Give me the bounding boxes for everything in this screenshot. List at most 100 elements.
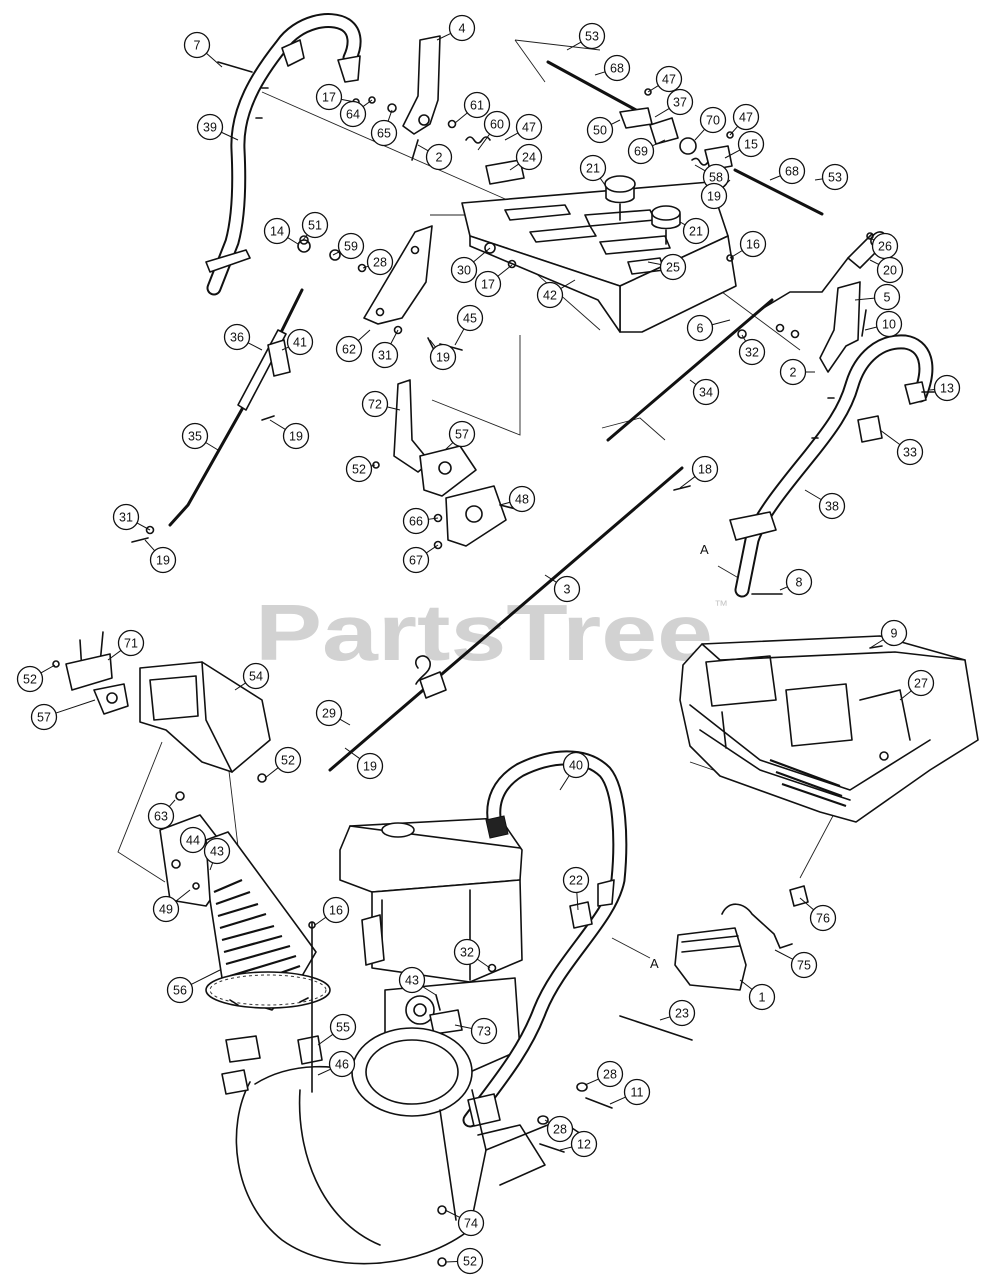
leader-line bbox=[599, 177, 606, 186]
callout-number: 69 bbox=[634, 145, 648, 159]
leader-line bbox=[107, 650, 122, 661]
callout-number: 11 bbox=[631, 1086, 644, 1100]
leader-line bbox=[504, 132, 519, 141]
callout-number: 38 bbox=[825, 500, 839, 514]
callout: 32 bbox=[738, 334, 766, 366]
leader-line bbox=[566, 41, 582, 51]
nut bbox=[447, 119, 457, 129]
callout: 76 bbox=[799, 897, 837, 932]
leader-line bbox=[654, 108, 670, 118]
reference-label-a: A bbox=[700, 542, 709, 557]
callout: 74 bbox=[444, 1209, 485, 1237]
callout: 21 bbox=[579, 154, 607, 186]
callout: 69 bbox=[627, 137, 666, 165]
leader-line bbox=[804, 489, 822, 501]
callout-number: 47 bbox=[662, 73, 676, 87]
callout-circle bbox=[692, 378, 720, 406]
callout-number: 27 bbox=[914, 677, 928, 691]
fuel-tank bbox=[339, 817, 523, 893]
callout: 52 bbox=[16, 664, 56, 693]
callout-circle bbox=[737, 130, 765, 158]
callout-circle bbox=[880, 619, 908, 647]
callout-number: 32 bbox=[745, 346, 759, 360]
leader-line bbox=[769, 175, 781, 181]
callout-number: 34 bbox=[699, 386, 713, 400]
callout-number: 55 bbox=[336, 1021, 350, 1035]
callout-circle bbox=[873, 283, 901, 311]
callout-circle bbox=[328, 1050, 356, 1078]
callout-circle bbox=[579, 154, 607, 182]
callout: 66 bbox=[402, 507, 439, 535]
handle-knob bbox=[485, 815, 509, 839]
leader-line bbox=[390, 329, 399, 345]
callout-circle bbox=[361, 390, 389, 418]
callout-circle bbox=[282, 422, 310, 450]
callout-circle bbox=[286, 328, 314, 356]
shift-plate bbox=[352, 35, 525, 185]
leader-line bbox=[869, 237, 875, 241]
leader-line bbox=[444, 1209, 461, 1218]
leader-line bbox=[854, 297, 875, 301]
rod-clip bbox=[419, 671, 447, 699]
shroud-grill bbox=[769, 758, 847, 808]
washer bbox=[790, 329, 800, 339]
leader-line bbox=[694, 164, 706, 172]
callout-number: 54 bbox=[249, 670, 263, 684]
shroud-window bbox=[705, 655, 777, 707]
callout-number: 53 bbox=[828, 171, 842, 185]
callout: 20 bbox=[869, 256, 904, 284]
callout-number: 19 bbox=[363, 760, 377, 774]
bracket bbox=[485, 159, 525, 185]
callout-circle bbox=[181, 422, 209, 450]
callout-circle bbox=[474, 270, 502, 298]
callout: 21 bbox=[679, 217, 710, 245]
dash-panel bbox=[461, 181, 737, 333]
callout: 2 bbox=[417, 143, 453, 171]
watermark-trademark: ™ bbox=[714, 597, 728, 613]
fuel-cap bbox=[381, 822, 415, 838]
callout-number: 25 bbox=[666, 261, 680, 275]
callout-circle bbox=[448, 420, 476, 448]
callout-number: 47 bbox=[522, 121, 536, 135]
panel-slot bbox=[504, 204, 571, 221]
callout-number: 1 bbox=[759, 991, 766, 1005]
callout-circle bbox=[370, 119, 398, 147]
callout: 70 bbox=[694, 106, 727, 141]
callout-number: 52 bbox=[352, 463, 366, 477]
callout-circle bbox=[223, 323, 251, 351]
callout: 19 bbox=[429, 339, 457, 371]
callout-number: 68 bbox=[785, 165, 799, 179]
callout-number: 61 bbox=[470, 99, 484, 113]
callout-number: 19 bbox=[289, 430, 303, 444]
leader-line bbox=[576, 892, 579, 911]
rod-hook bbox=[415, 655, 431, 685]
leader-line bbox=[454, 1024, 472, 1029]
callout: 38 bbox=[804, 489, 846, 520]
callout-circle bbox=[322, 896, 350, 924]
callout: 44 bbox=[179, 826, 207, 854]
callout-circle bbox=[732, 103, 760, 131]
reference-line bbox=[431, 335, 521, 436]
callout: 28 bbox=[544, 1115, 574, 1143]
callout: 47 bbox=[729, 103, 760, 136]
callout: 17 bbox=[474, 264, 513, 298]
shift-rods bbox=[546, 60, 824, 216]
callout-circle bbox=[470, 1017, 498, 1045]
callout-circle bbox=[790, 951, 818, 979]
callout-number: 31 bbox=[119, 511, 133, 525]
rod-clip bbox=[267, 339, 291, 377]
leader-line bbox=[899, 690, 912, 701]
washer bbox=[368, 96, 376, 104]
callout-circle bbox=[603, 54, 631, 82]
leader-line bbox=[436, 32, 451, 41]
callout-number: 71 bbox=[124, 637, 138, 651]
lower-handle bbox=[462, 750, 628, 1128]
callout: 2 bbox=[779, 358, 815, 386]
callout-number: 28 bbox=[553, 1123, 567, 1137]
callout: 39 bbox=[196, 113, 239, 141]
callout-number: 40 bbox=[569, 759, 583, 773]
leader-line bbox=[136, 522, 151, 531]
leader-line bbox=[40, 664, 56, 674]
callout: 73 bbox=[454, 1017, 498, 1045]
callout: 3 bbox=[544, 574, 581, 603]
